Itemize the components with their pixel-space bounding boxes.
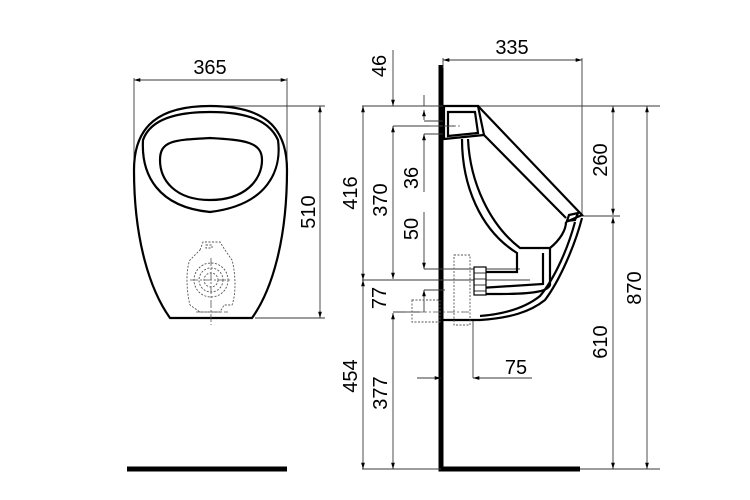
dimension-floor-to-bottom-label: 454 [340,359,362,392]
dimension-inlet-spacing-label: 36 [401,167,423,189]
dimension-width-label: 365 [193,57,226,79]
side-view: 335 46 416 370 36 50 77 454 37 [340,37,660,472]
dimension-lip-height-label: 260 [590,143,612,176]
dimension-wall-offset-label: 75 [505,357,527,379]
dimension-depth-label: 335 [495,37,528,59]
dimension-height-label: 510 [298,195,320,228]
dimension-total-height-label: 416 [340,176,362,209]
dimension-outlet-offset-label: 77 [369,287,391,309]
front-view: 365 510 [127,57,325,472]
dimension-top-offset-label: 46 [369,55,391,77]
outlet-fitting-hidden [186,241,236,325]
dimension-floor-to-outlet-label: 377 [370,376,392,409]
urinal-front-outline [132,104,289,320]
dimension-inlet-to-outlet-label: 50 [401,218,423,240]
dimension-lip-to-floor-label: 610 [590,325,612,358]
urinal-side-profile [441,104,584,322]
urinal-front-rim [141,110,280,214]
mounting-fittings-hidden [405,125,487,326]
urinal-front-basin [158,136,264,202]
dimension-top-to-floor-label: 870 [624,271,646,304]
dimension-inlet-height-label: 370 [370,183,392,216]
